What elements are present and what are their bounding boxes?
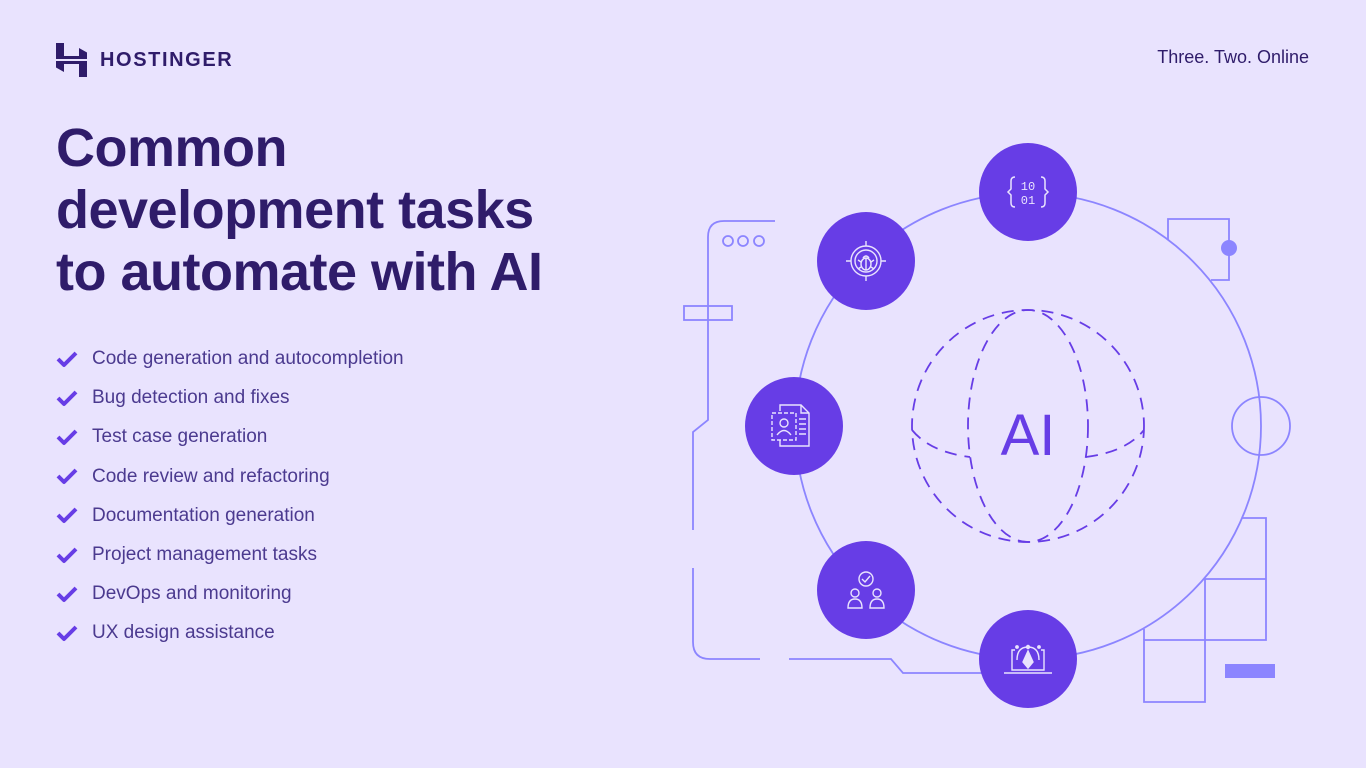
- node-ux-design: [979, 610, 1077, 708]
- svg-text:10: 10: [1021, 180, 1035, 194]
- binary-code-icon: [1006, 176, 1050, 208]
- check-icon: [56, 351, 78, 367]
- design-laptop-pen-icon: [1004, 644, 1052, 674]
- node-bug-detection: [817, 212, 915, 310]
- check-icon: [56, 586, 78, 602]
- check-icon: [56, 429, 78, 445]
- title-line-2: development tasks: [56, 180, 534, 240]
- list-item: Project management tasks: [56, 535, 404, 574]
- title-line-3: to automate with AI: [56, 242, 543, 302]
- page-title: Common development tasks to automate wit…: [56, 117, 543, 303]
- list-item: Documentation generation: [56, 496, 404, 535]
- check-icon: [56, 625, 78, 641]
- list-item: Bug detection and fixes: [56, 378, 404, 417]
- dashed-globe-icon: [911, 309, 1145, 543]
- document-profile-icon: [771, 404, 810, 447]
- bug-target-icon: [846, 241, 886, 281]
- check-icon: [56, 507, 78, 524]
- browser-frame-decoration: [683, 220, 985, 674]
- team-check-icon: [847, 571, 885, 609]
- task-label: Documentation generation: [92, 504, 315, 526]
- list-item: Test case generation: [56, 417, 404, 456]
- list-item: DevOps and monitoring: [56, 574, 404, 613]
- right-decorations: [1143, 218, 1291, 703]
- task-list: Code generation and autocompletion Bug d…: [56, 339, 404, 653]
- task-label: Test case generation: [92, 426, 268, 448]
- tagline: Three. Two. Online: [1157, 47, 1309, 67]
- hostinger-logo-icon: [56, 43, 87, 77]
- node-binary-code: 10 01: [979, 143, 1077, 241]
- node-project-management: [817, 541, 915, 639]
- task-label: DevOps and monitoring: [92, 583, 292, 605]
- ai-center-label: AI: [1001, 403, 1056, 468]
- task-label: Code generation and autocompletion: [92, 348, 404, 370]
- list-item: Code generation and autocompletion: [56, 339, 404, 378]
- task-label: Code review and refactoring: [92, 465, 330, 487]
- check-icon: [56, 547, 78, 563]
- task-label: Bug detection and fixes: [92, 387, 290, 409]
- node-documentation: [745, 377, 843, 475]
- list-item: Code review and refactoring: [56, 457, 404, 496]
- brand-name: HOSTINGER: [100, 49, 234, 71]
- task-label: Project management tasks: [92, 544, 317, 566]
- task-label: UX design assistance: [92, 622, 275, 644]
- svg-text:01: 01: [1021, 194, 1035, 208]
- brand-logo[interactable]: HOSTINGER: [56, 43, 233, 77]
- list-item: UX design assistance: [56, 613, 404, 652]
- check-icon: [56, 390, 78, 406]
- check-icon: [56, 468, 78, 485]
- title-line-1: Common: [56, 118, 287, 178]
